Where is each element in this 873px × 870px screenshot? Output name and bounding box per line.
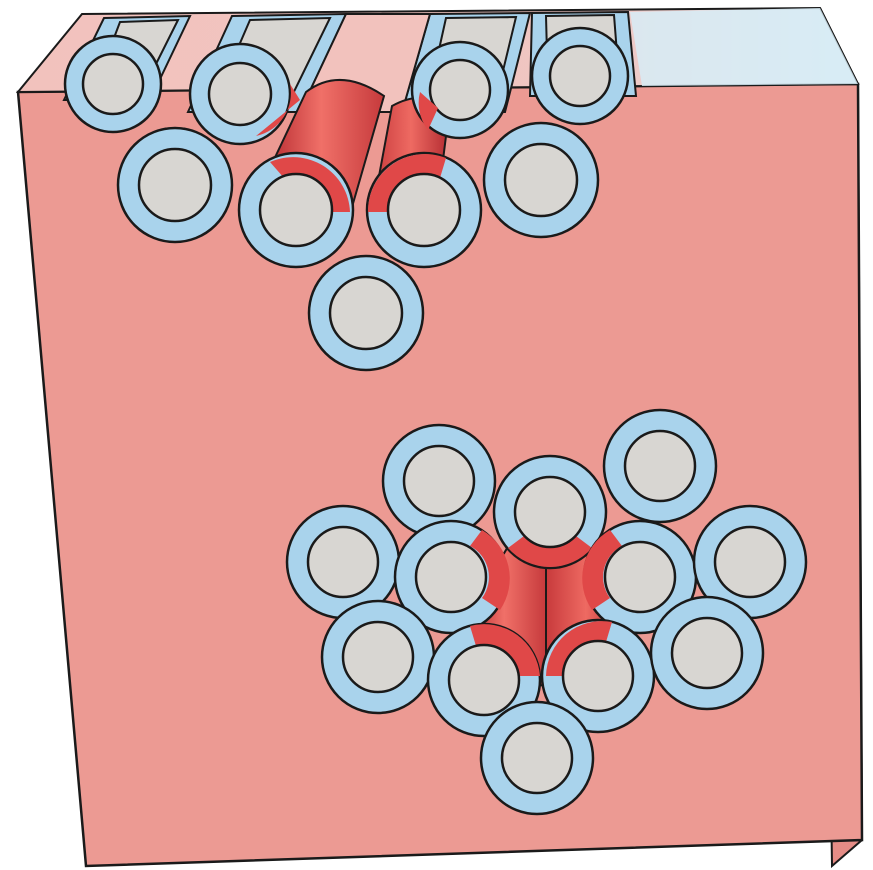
- lower-fiber-2: [604, 410, 716, 522]
- upper-fiber-2: [239, 153, 353, 267]
- upper-fiber-3: [367, 153, 481, 267]
- block-top-highlight: [630, 8, 858, 86]
- lower-fiber-1: [383, 425, 495, 537]
- lower-fiber-8: [322, 601, 434, 713]
- upper-fiber-5: [309, 256, 423, 370]
- lower-fiber-12: [481, 702, 593, 814]
- upper-fiber-1: [118, 128, 232, 242]
- lower-fiber-11: [651, 597, 763, 709]
- upper-fiber-4: [484, 123, 598, 237]
